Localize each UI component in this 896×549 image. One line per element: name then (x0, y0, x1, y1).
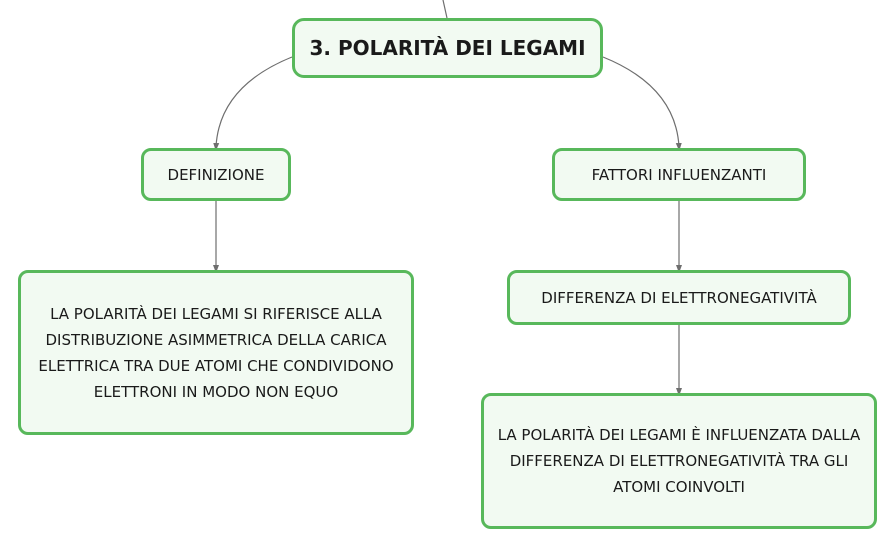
connector-incoming-root (442, 0, 448, 19)
connector-root-definizione (213, 56, 293, 151)
definizione-text-label: LA POLARITÀ DEI LEGAMI SI RIFERISCE ALLA… (38, 304, 394, 401)
root-topic-node[interactable]: 3. POLARITÀ DEI LEGAMI (292, 18, 603, 78)
connector-root-fattori (602, 56, 682, 151)
definizione-node[interactable]: DEFINIZIONE (141, 148, 291, 201)
definizione-label: DEFINIZIONE (167, 165, 265, 184)
root-topic-label: 3. POLARITÀ DEI LEGAMI (309, 36, 586, 60)
differenza-elettronegativita-label: DIFFERENZA DI ELETTRONEGATIVITÀ (541, 288, 817, 307)
differenza-elettronegativita-node[interactable]: DIFFERENZA DI ELETTRONEGATIVITÀ (507, 270, 851, 325)
fattori-influenzanti-label: FATTORI INFLUENZANTI (591, 165, 767, 184)
fattori-influenzanti-node[interactable]: FATTORI INFLUENZANTI (552, 148, 806, 201)
differenza-text-node[interactable]: LA POLARITÀ DEI LEGAMI È INFLUENZATA DAL… (481, 393, 877, 529)
definizione-text-node[interactable]: LA POLARITÀ DEI LEGAMI SI RIFERISCE ALLA… (18, 270, 414, 435)
differenza-text-label: LA POLARITÀ DEI LEGAMI È INFLUENZATA DAL… (497, 426, 861, 496)
